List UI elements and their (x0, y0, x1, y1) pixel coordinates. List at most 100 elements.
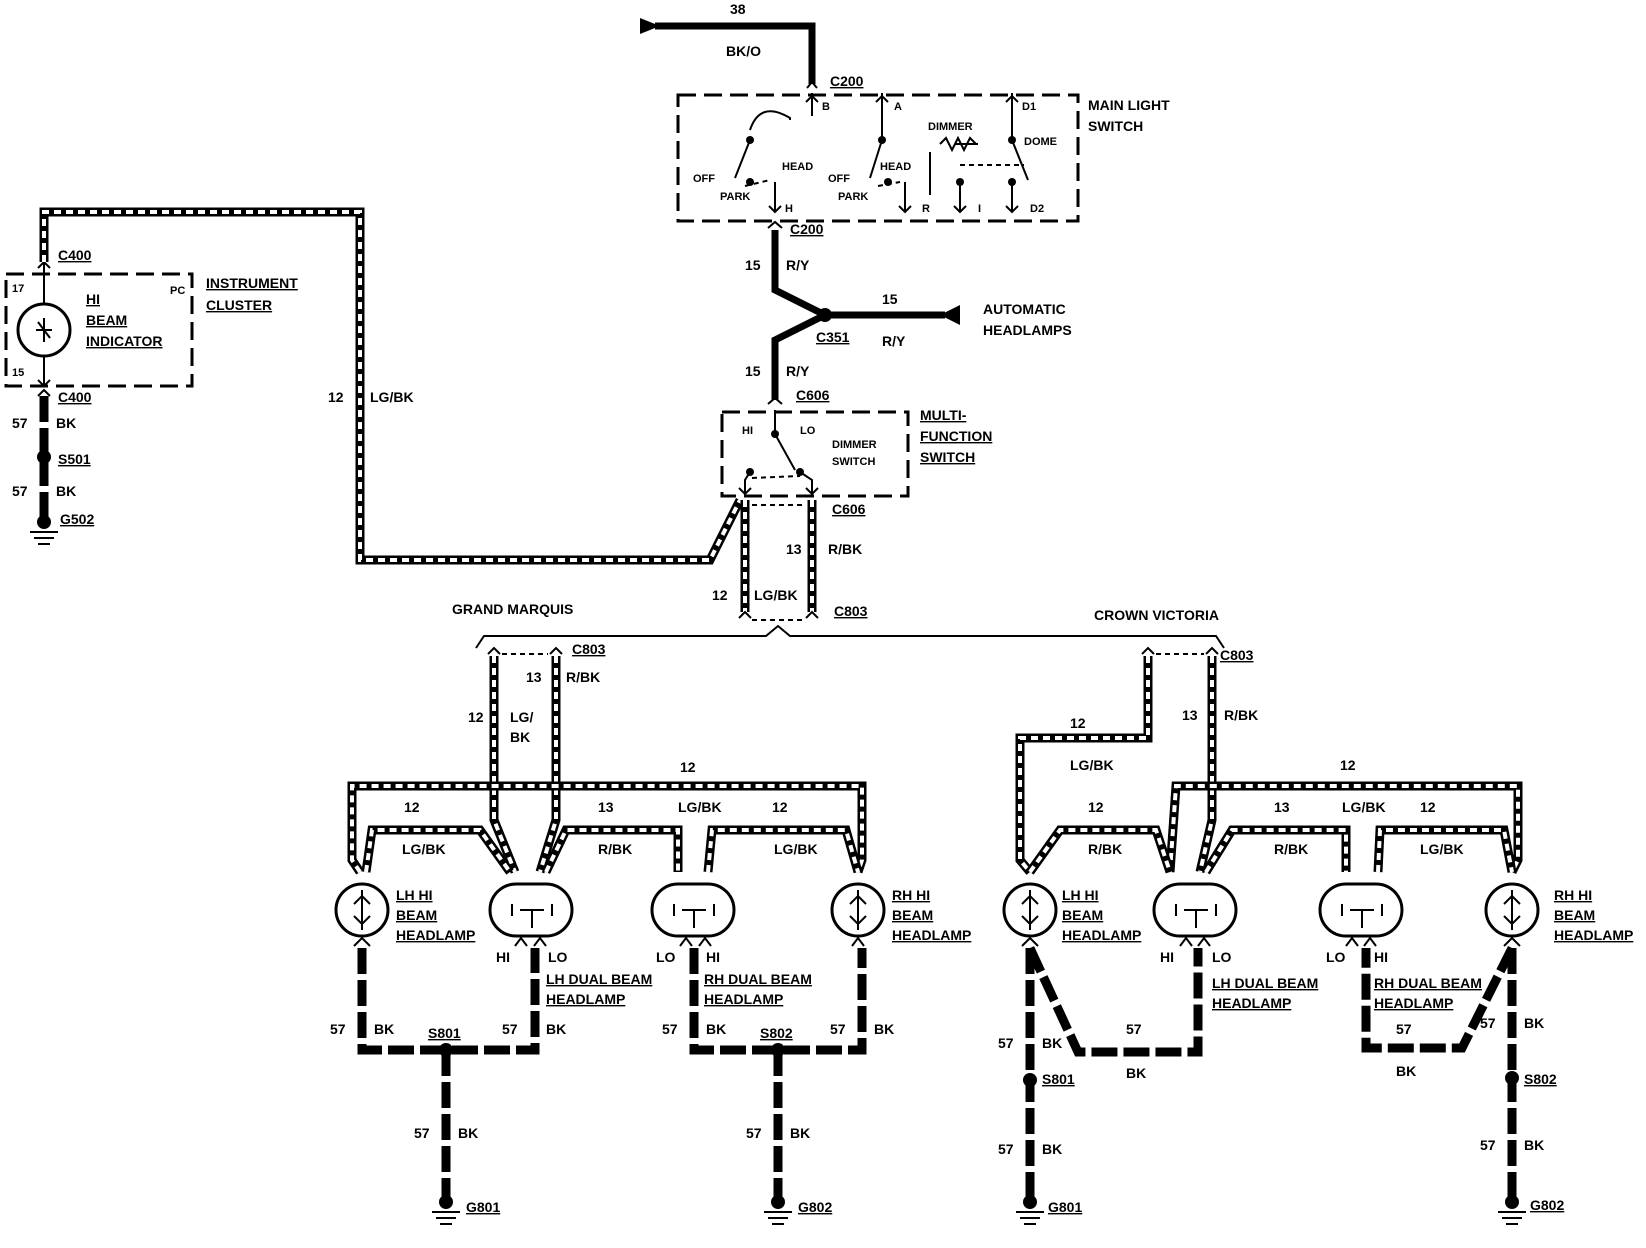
head2-label: HEAD (880, 161, 911, 173)
mfs-output-wires (738, 500, 819, 621)
gm-mid-lgbk: LG/BK (678, 799, 722, 815)
cluster-pin-bottom: 15 (12, 367, 24, 379)
gm-g1-color-3: BK (458, 1125, 478, 1141)
model-brace (475, 624, 1225, 649)
cv-g2-color-3: BK (1524, 1137, 1544, 1153)
gm-lgbk-color-2: BK (510, 729, 530, 745)
gm-rh-hi-3: HEADLAMP (892, 927, 971, 943)
ry-lower-color: R/Y (786, 363, 810, 379)
c606-bottom-label: C606 (832, 501, 866, 517)
cluster-ground-color-1: BK (56, 415, 76, 431)
gm-g2-color-1: BK (706, 1021, 726, 1037)
mfs-lo-label: LO (800, 425, 816, 437)
cv-g1-color-2: BK (1042, 1035, 1062, 1051)
cv-lgbk-circuit: 12 (1070, 715, 1086, 731)
cv-g1-circuit-1: 57 (1126, 1021, 1142, 1037)
gm-lh-hi-2: BEAM (396, 907, 437, 923)
auto-headlamps-title-1: AUTOMATIC (983, 301, 1066, 317)
cluster-ground-color-2: BK (56, 483, 76, 499)
cv-g1-circuit-2: 57 (998, 1035, 1014, 1051)
cv-rh-dual-1: RH DUAL BEAM (1374, 975, 1482, 991)
cv-lh-dual-2: HEADLAMP (1212, 995, 1291, 1011)
pin-a: A (894, 101, 902, 113)
mfs-title-3: SWITCH (920, 449, 975, 465)
lgbk-lower-color: LG/BK (754, 587, 798, 603)
gm-g1-circuit-1: 57 (330, 1021, 346, 1037)
rbk-main-color: R/BK (828, 541, 862, 557)
gm-left-color: LG/BK (402, 841, 446, 857)
lgbk-lower-circuit: 12 (712, 587, 728, 603)
gm-g1-color-1: BK (374, 1021, 394, 1037)
gm-left-circuit: 12 (404, 799, 420, 815)
cv-rh-hi-2: BEAM (1554, 907, 1595, 923)
off1-label: OFF (693, 173, 715, 185)
gm-g2-circuit-2: 57 (830, 1021, 846, 1037)
s801-gm-label: S801 (428, 1025, 461, 1041)
gm-lh-dual-hi: HI (496, 949, 510, 965)
cv-top-bus-circuit: 12 (1340, 757, 1356, 773)
cv-right-color: LG/BK (1420, 841, 1464, 857)
cv-lh-dual-lo: LO (1212, 949, 1232, 965)
cv-lh-hi-2: BEAM (1062, 907, 1103, 923)
mfs-title-1: MULTI- (920, 407, 967, 423)
dimmer-label: DIMMER (928, 121, 973, 133)
gm-g1-circuit-3: 57 (414, 1125, 430, 1141)
dimmer-switch-label-2: SWITCH (832, 456, 875, 468)
gm-rh-hi-1: RH HI (892, 887, 930, 903)
hi-beam-indicator-3: INDICATOR (86, 333, 162, 349)
s802-gm-label: S802 (760, 1025, 793, 1041)
auto-headlamps-color: R/Y (882, 333, 906, 349)
cv-lh-hi-1: LH HI (1062, 887, 1099, 903)
dimmer-switch-label-1: DIMMER (832, 439, 877, 451)
gm-lh-dual-lo: LO (548, 949, 568, 965)
cv-left-circuit: 12 (1088, 799, 1104, 815)
supply-circuit: 38 (730, 1, 746, 17)
g802-gm-label: G802 (798, 1199, 832, 1215)
ry-wires (767, 220, 960, 405)
cluster-ground-circuit-1: 57 (12, 415, 28, 431)
gm-lh-dual-1: LH DUAL BEAM (546, 971, 652, 987)
cv-rh-dual-2: HEADLAMP (1374, 995, 1453, 1011)
cv-right-circuit: 12 (1420, 799, 1436, 815)
cluster-pc-label: PC (170, 285, 185, 297)
g802-cv-label: G802 (1530, 1197, 1564, 1213)
auto-headlamps-title-2: HEADLAMPS (983, 322, 1072, 338)
gm-right-circuit: 12 (772, 799, 788, 815)
c400-top-label: C400 (58, 247, 92, 263)
head1-label: HEAD (782, 161, 813, 173)
grand-marquis-title: GRAND MARQUIS (452, 601, 573, 617)
c400-bottom-label: C400 (58, 389, 92, 405)
cv-lh-dual-1: LH DUAL BEAM (1212, 975, 1318, 991)
multi-function-switch (720, 410, 910, 498)
lgbk-main-circuit: 12 (328, 389, 344, 405)
cv-g2-circuit-1: 57 (1396, 1021, 1412, 1037)
instrument-cluster-title-2: CLUSTER (206, 297, 272, 313)
pin-d1: D1 (1022, 101, 1036, 113)
main-light-switch-title-1: MAIN LIGHT (1088, 97, 1170, 113)
gm-g2-circuit-3: 57 (746, 1125, 762, 1141)
g502-label: G502 (60, 511, 94, 527)
cv-rh-dual-lo: LO (1326, 949, 1346, 965)
off2-label: OFF (828, 173, 850, 185)
gm-mid-circuit: 13 (598, 799, 614, 815)
pin-i: I (978, 203, 981, 215)
pin-r: R (922, 203, 930, 215)
c200-top-label: C200 (830, 73, 864, 89)
instrument-cluster (4, 260, 194, 545)
gm-mid-color: R/BK (598, 841, 632, 857)
gm-c803-label: C803 (572, 641, 606, 657)
gm-rbk-circuit: 13 (526, 669, 542, 685)
supply-wire-38 (640, 18, 818, 89)
gm-right-color: LG/BK (774, 841, 818, 857)
cv-lh-hi-3: HEADLAMP (1062, 927, 1141, 943)
cv-mid-lgbk: LG/BK (1342, 799, 1386, 815)
gm-g2-color-3: BK (790, 1125, 810, 1141)
gm-g2-circuit-1: 57 (662, 1021, 678, 1037)
cv-g1-color-3: BK (1042, 1141, 1062, 1157)
cv-left-color: R/BK (1088, 841, 1122, 857)
cv-mid-circuit: 13 (1274, 799, 1290, 815)
cv-c803-label: C803 (1220, 647, 1254, 663)
g801-gm-label: G801 (466, 1199, 500, 1215)
cv-rbk-color: R/BK (1224, 707, 1258, 723)
